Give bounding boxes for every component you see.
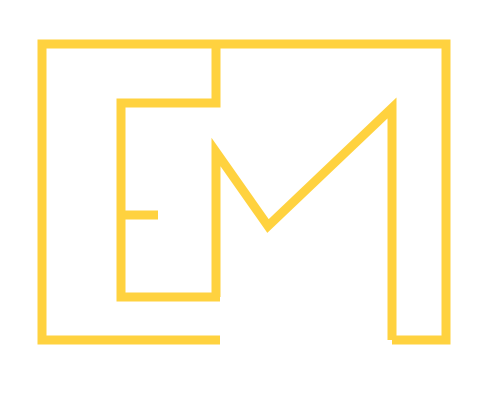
letter-m-shape: [211, 97, 397, 340]
outer-frame-left-segment: [37, 39, 220, 345]
logo-stroke-group: [37, 39, 451, 345]
outer-frame-top-right-segment: [216, 39, 451, 345]
letter-e-shape: [116, 44, 221, 302]
